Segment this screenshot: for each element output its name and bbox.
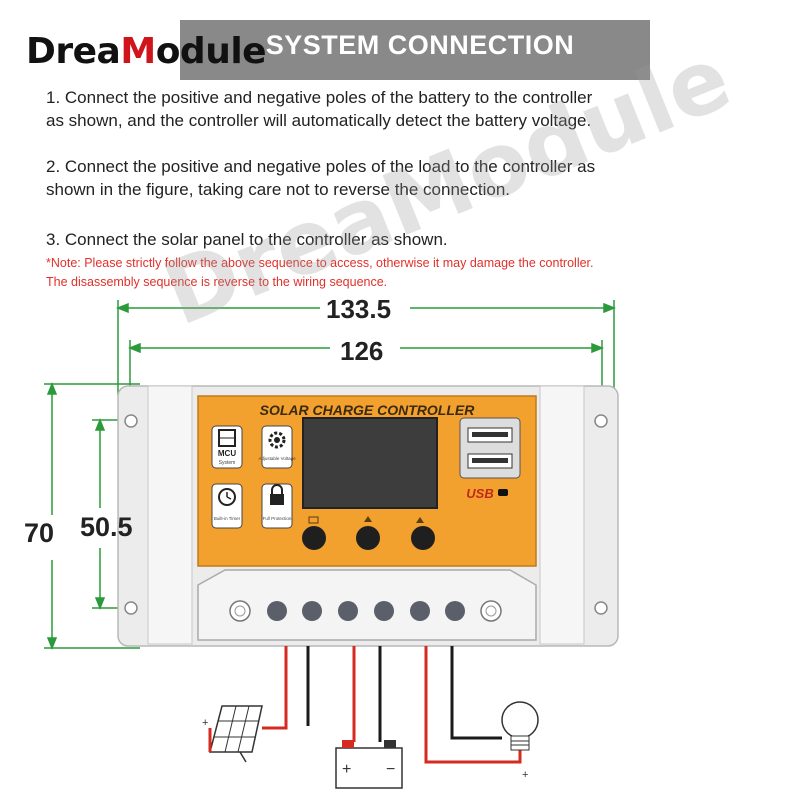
solar-plus-sign: + [202, 717, 208, 729]
warning-note: *Note: Please strictly follow the above … [46, 254, 726, 292]
inner-width-label: 126 [340, 336, 384, 366]
clock-icon: Built-in Timer [211, 483, 243, 529]
panel-title: SOLAR CHARGE CONTROLLER [260, 402, 476, 418]
control-buttons [302, 516, 435, 550]
brand-m: M [120, 31, 156, 72]
width-dimension-lines [115, 300, 617, 400]
instruction-step-2: 2. Connect the positive and negative pol… [46, 155, 686, 201]
height-dimension-lines [44, 381, 140, 651]
feature-label: MCU [218, 449, 236, 458]
feature-sublabel: Adjustable Voltage [258, 456, 296, 461]
menu-icon [308, 516, 319, 524]
instruction-line: as shown, and the controller will automa… [46, 111, 592, 130]
outer-height-label: 70 [24, 518, 55, 548]
instruction-line: 2. Connect the positive and negative pol… [46, 157, 596, 176]
instruction-line: 1. Connect the positive and negative pol… [46, 88, 593, 107]
instruction-line: shown in the figure, taking care not to … [46, 180, 510, 199]
down-button[interactable] [411, 526, 435, 550]
page-title: SYSTEM CONNECTION [265, 30, 575, 60]
usb-label: USB [466, 486, 493, 501]
inner-height-label: 50.5 [80, 512, 133, 542]
battery-icon: + − [335, 740, 403, 789]
solar-panel-icon: + [202, 705, 263, 763]
feature-sublabel: Built-in Timer [214, 516, 241, 521]
feature-sublabel: Full Protection [263, 516, 292, 521]
brand-prefix: Drea [26, 31, 121, 72]
wiring [262, 646, 522, 764]
note-line: *Note: Please strictly follow the above … [46, 256, 594, 270]
header-bar [180, 20, 650, 80]
up-button[interactable] [356, 526, 380, 550]
lcd-screen [302, 417, 438, 509]
gear-icon: Adjustable Voltage [258, 425, 296, 469]
light-bulb-icon: + [501, 701, 539, 781]
note-line: The disassembly sequence is reverse to t… [46, 275, 388, 289]
chip-icon: MCU System [211, 425, 243, 469]
down-arrow-icon [416, 517, 424, 523]
battery-plus-sign: + [342, 761, 351, 778]
instruction-step-1: 1. Connect the positive and negative pol… [46, 86, 686, 132]
usb-plug-icon [498, 489, 508, 496]
menu-button[interactable] [302, 526, 326, 550]
up-arrow-icon [364, 516, 372, 522]
brand-suffix: odule [155, 31, 267, 72]
instruction-line: 3. Connect the solar panel to the contro… [46, 230, 448, 249]
brand-logo: DreaModule [26, 31, 267, 72]
terminal-block [197, 569, 537, 641]
lock-icon: Full Protection [261, 483, 293, 529]
outer-width-label: 133.5 [326, 294, 392, 324]
instruction-step-3: 3. Connect the solar panel to the contro… [46, 228, 686, 251]
battery-minus-sign: − [386, 761, 395, 778]
load-plus-sign: + [522, 769, 528, 781]
usb-ports [459, 417, 521, 479]
feature-sublabel: System [219, 460, 236, 466]
